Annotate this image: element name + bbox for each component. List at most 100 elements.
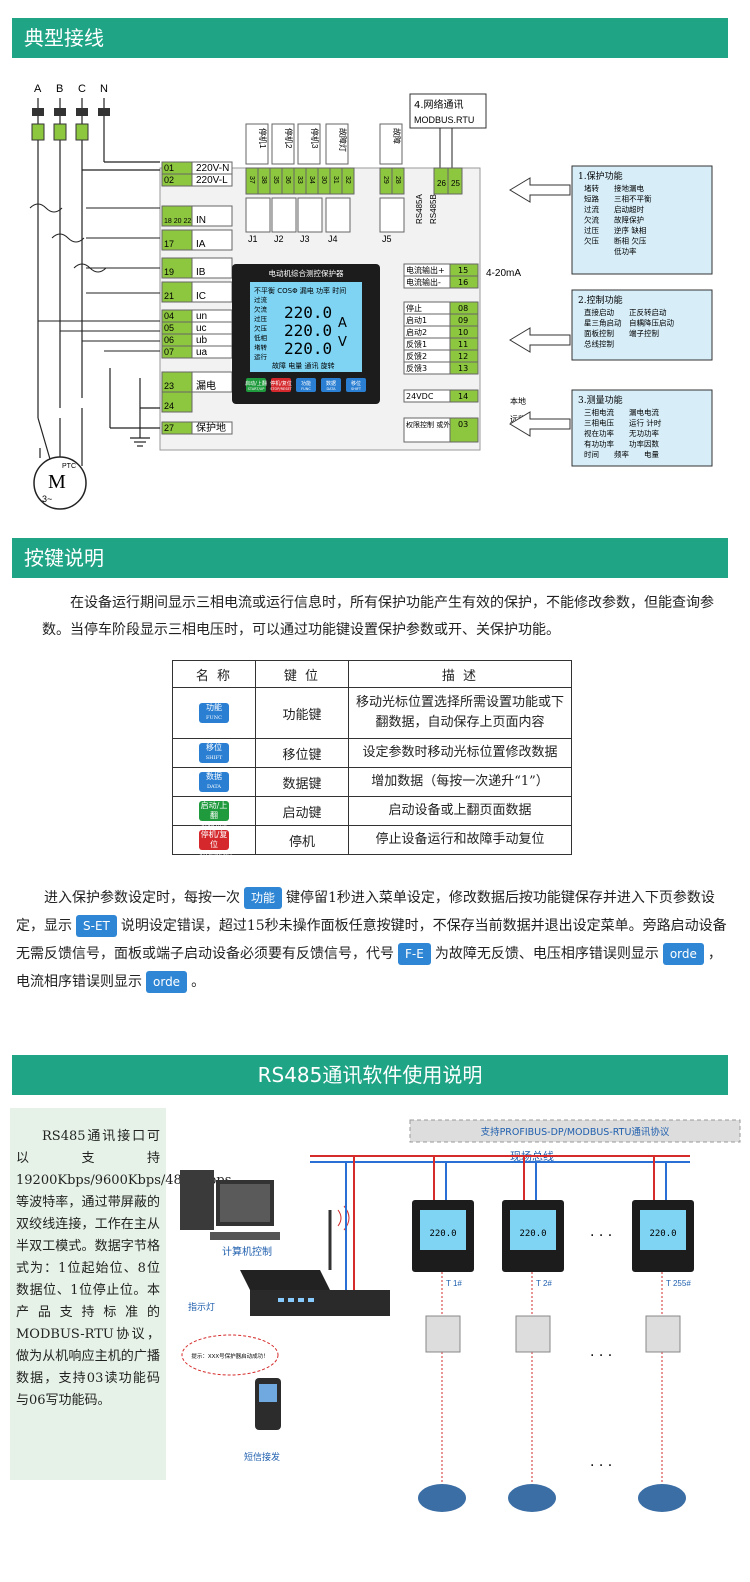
callout-line: 低功率 (584, 246, 637, 256)
terminal-number: 17 (164, 239, 174, 249)
terminal-label: IB (196, 267, 206, 278)
panel-button-sub: START/UP (248, 387, 265, 391)
top-terminal-label: 停机2 (284, 128, 294, 149)
callout-line: 直接启动 正反转启动 (584, 307, 667, 317)
top-terminal-number: 30 (320, 176, 327, 184)
lcd-left-label: 低相 (254, 333, 268, 342)
panel-button-label: 移位 (351, 380, 361, 387)
ellipsis: · · · (590, 1348, 612, 1364)
top-terminal-number: 36 (284, 176, 291, 184)
terminal-number: 04 (164, 311, 174, 321)
panel-button[interactable] (346, 378, 366, 392)
network-diagram: 支持PROFIBUS-DP/MODBUS-RTU通讯协议 现场总线 计算机控制 … (180, 1119, 741, 1512)
terminal-number: 06 (164, 335, 174, 345)
key-description: 设定参数时移动光标位置修改数据 (348, 738, 572, 768)
terminal-number: 02 (164, 175, 174, 185)
terminal-label-cell (191, 421, 233, 435)
terminal-number: 24 (164, 401, 174, 411)
terminal-number: 18 20 22 (164, 218, 191, 225)
phase-label: A (34, 83, 42, 95)
section-title: RS485通讯软件使用说明 (257, 1063, 483, 1087)
terminal-label-cell (191, 205, 233, 227)
terminal-number: 19 (164, 267, 174, 277)
section-header-keys: 按键说明 (12, 538, 728, 578)
relay-box (271, 197, 297, 233)
right-terminal-label: 权限控制 或外部故障 (406, 420, 471, 429)
protocol-banner: 支持PROFIBUS-DP/MODBUS-RTU通讯协议 (481, 1126, 670, 1138)
panel-button-sub: STOP/RESET (270, 387, 292, 391)
ellipsis: · · · (590, 1458, 612, 1474)
top-terminal-number: 33 (296, 176, 303, 184)
top-terminal-label: 停机3 (310, 128, 320, 149)
relay-label: J4 (328, 234, 338, 244)
top-terminal-label: 故障灯 (338, 128, 348, 152)
right-terminal-number-cell (449, 275, 479, 289)
top-terminal-number-cell (391, 167, 405, 195)
key-description: 增加数据（每按一次递升“1”） (348, 767, 572, 797)
panel-button[interactable] (321, 378, 341, 392)
phase-label: N (100, 83, 108, 95)
right-terminal-number-cell (449, 417, 479, 443)
lcd-left-label: 过流 (254, 295, 268, 304)
device-tag: T 2# (536, 1279, 552, 1288)
panel-button-sub: SHIFT (351, 387, 362, 391)
device-digits: 220.0 (519, 1229, 546, 1239)
terminal-label: IC (196, 291, 206, 302)
key-description: 移动光标位置选择所需设置功能或下翻数据，自动保存上页面内容 (348, 687, 572, 739)
panel-button-label: 数据 (326, 380, 336, 387)
panel-button[interactable] (296, 378, 316, 392)
rs485-terminal-number: 25 (451, 179, 460, 188)
callout-line: 堵转 接地漏电 (584, 183, 644, 193)
terminal-label: 漏电 (196, 379, 216, 392)
terminal-label: IA (196, 239, 206, 250)
terminal-label: IN (196, 215, 206, 226)
panel-button-sub: FUNC (301, 387, 311, 391)
lcd-digits-1: 220.0 (284, 303, 332, 322)
rs485-terminal-label: RS485A (415, 194, 424, 224)
right-terminal-label: 电流输出- (406, 277, 441, 287)
callout-title: 1.保护功能 (578, 170, 623, 182)
top-terminal-number: 29 (382, 176, 389, 184)
terminal-number: 27 (164, 423, 174, 433)
panel-button[interactable] (271, 378, 291, 392)
panel-button-label: 停机/复位 (270, 380, 292, 387)
callout-line: 时间 频率 电量 (584, 449, 659, 459)
top-terminal-label: 故障 (392, 128, 402, 144)
lcd-digits-3: 220.0 (284, 339, 332, 358)
terminal-label: uc (196, 323, 207, 334)
right-terminal-label: 启动1 (406, 315, 427, 325)
callout-line: 过流 启动超时 (584, 204, 644, 214)
callout-line: 有功功率 功率因数 (584, 439, 659, 449)
right-terminal-label-cell (403, 417, 451, 443)
lcd-left-label: 堵转 (254, 343, 268, 352)
right-terminal-number: 15 (458, 266, 468, 275)
right-terminal-label: 启动2 (406, 327, 427, 337)
lcd-digits-2: 220.0 (284, 321, 332, 340)
current-order-chip: orde (146, 971, 188, 993)
motor-phase-label: 3~ (42, 494, 52, 504)
callout-line: 星三角启动 自耦降压启动 (584, 318, 674, 328)
right-terminal-number: 13 (458, 364, 468, 373)
terminal-number: 07 (164, 347, 174, 357)
top-terminal-number: 37 (248, 176, 255, 184)
right-terminal-number: 14 (458, 392, 468, 401)
indicator-label: 指示灯 (188, 1301, 215, 1313)
callout-title: 3.测量功能 (578, 394, 623, 406)
sms-bubble: 提示：XXX号保护器启动成功！ (191, 1352, 268, 1360)
right-terminal-label: 反馈2 (406, 351, 427, 361)
device-digits: 220.0 (429, 1229, 456, 1239)
device-tag: T 255# (666, 1279, 691, 1288)
top-terminal-label-cell (271, 123, 295, 165)
terminal-label-cell (191, 173, 233, 187)
motor-label: M (48, 471, 66, 493)
lcd-unit-v: V (338, 335, 347, 350)
panel-button[interactable] (246, 378, 266, 392)
